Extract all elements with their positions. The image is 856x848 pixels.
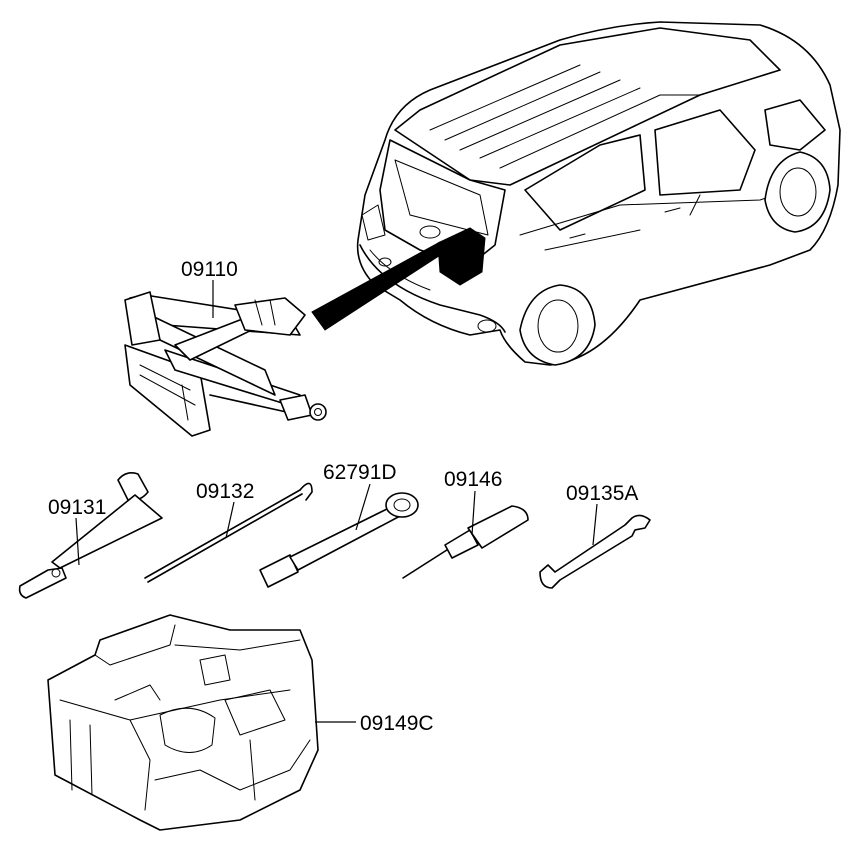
extension-bar-illustration: [259, 492, 419, 588]
label-jack-handle: 09132: [196, 480, 254, 503]
leader-lines: [75, 280, 598, 723]
label-lug-wrench: 09131: [48, 496, 106, 519]
label-jack: 09110: [181, 258, 238, 281]
screwdriver-illustration: [402, 505, 529, 579]
tool-tray-illustration: [47, 614, 319, 831]
pointer-arrow: [311, 241, 449, 331]
label-spanner: 09135A: [566, 482, 638, 505]
jack-handle-illustration: [144, 482, 313, 583]
jack-illustration: [124, 291, 327, 437]
jack-storage-highlight: [437, 227, 486, 286]
label-screwdriver: 09146: [444, 468, 502, 491]
lug-wrench-illustration: [18, 472, 163, 599]
car-illustration: [311, 21, 841, 366]
spanner-illustration: [539, 514, 651, 589]
label-extension: 62791D: [323, 461, 397, 484]
label-tool-tray: 09149C: [360, 712, 434, 735]
